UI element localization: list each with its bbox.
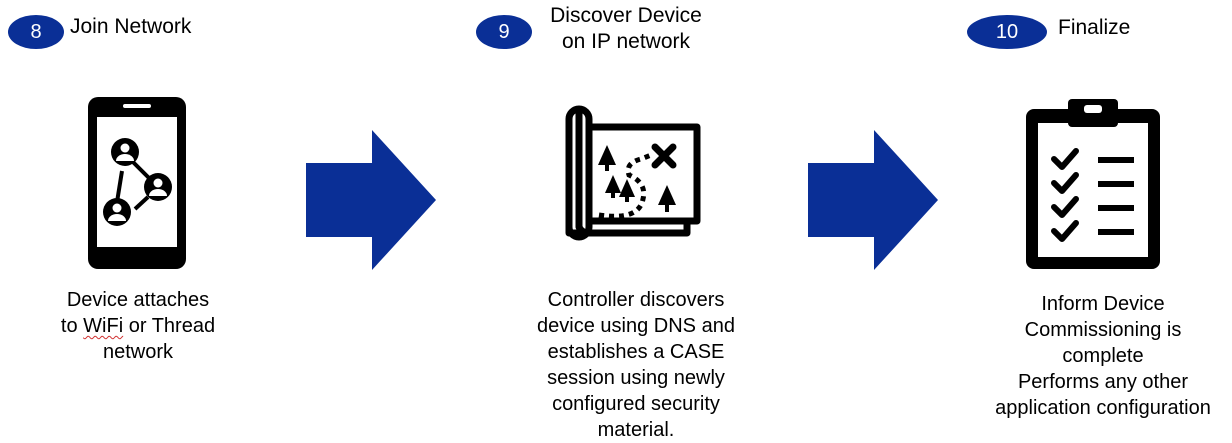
clipboard-checklist-icon <box>1026 99 1160 269</box>
step-title: Discover Device on IP network <box>550 4 702 53</box>
step-description: Inform Device Commissioning is complete … <box>995 293 1211 419</box>
step-description: Controller discovers device using DNS an… <box>537 289 735 441</box>
smartphone-network-icon <box>88 97 186 269</box>
right-arrow-icon <box>306 130 436 270</box>
step-number: 9 <box>498 20 510 43</box>
step-number: 10 <box>995 20 1019 43</box>
step-number-badge: 9 <box>476 15 532 49</box>
treasure-map-icon <box>565 105 701 241</box>
step-number: 8 <box>30 20 42 43</box>
step-title: Join Network <box>70 15 192 38</box>
step-title: Finalize <box>1058 16 1131 39</box>
step-number-badge: 10 <box>967 15 1047 49</box>
right-arrow-icon <box>808 130 938 270</box>
step-description: Device attaches to WiFi or Thread networ… <box>60 289 216 363</box>
step-number-badge: 8 <box>8 15 64 49</box>
